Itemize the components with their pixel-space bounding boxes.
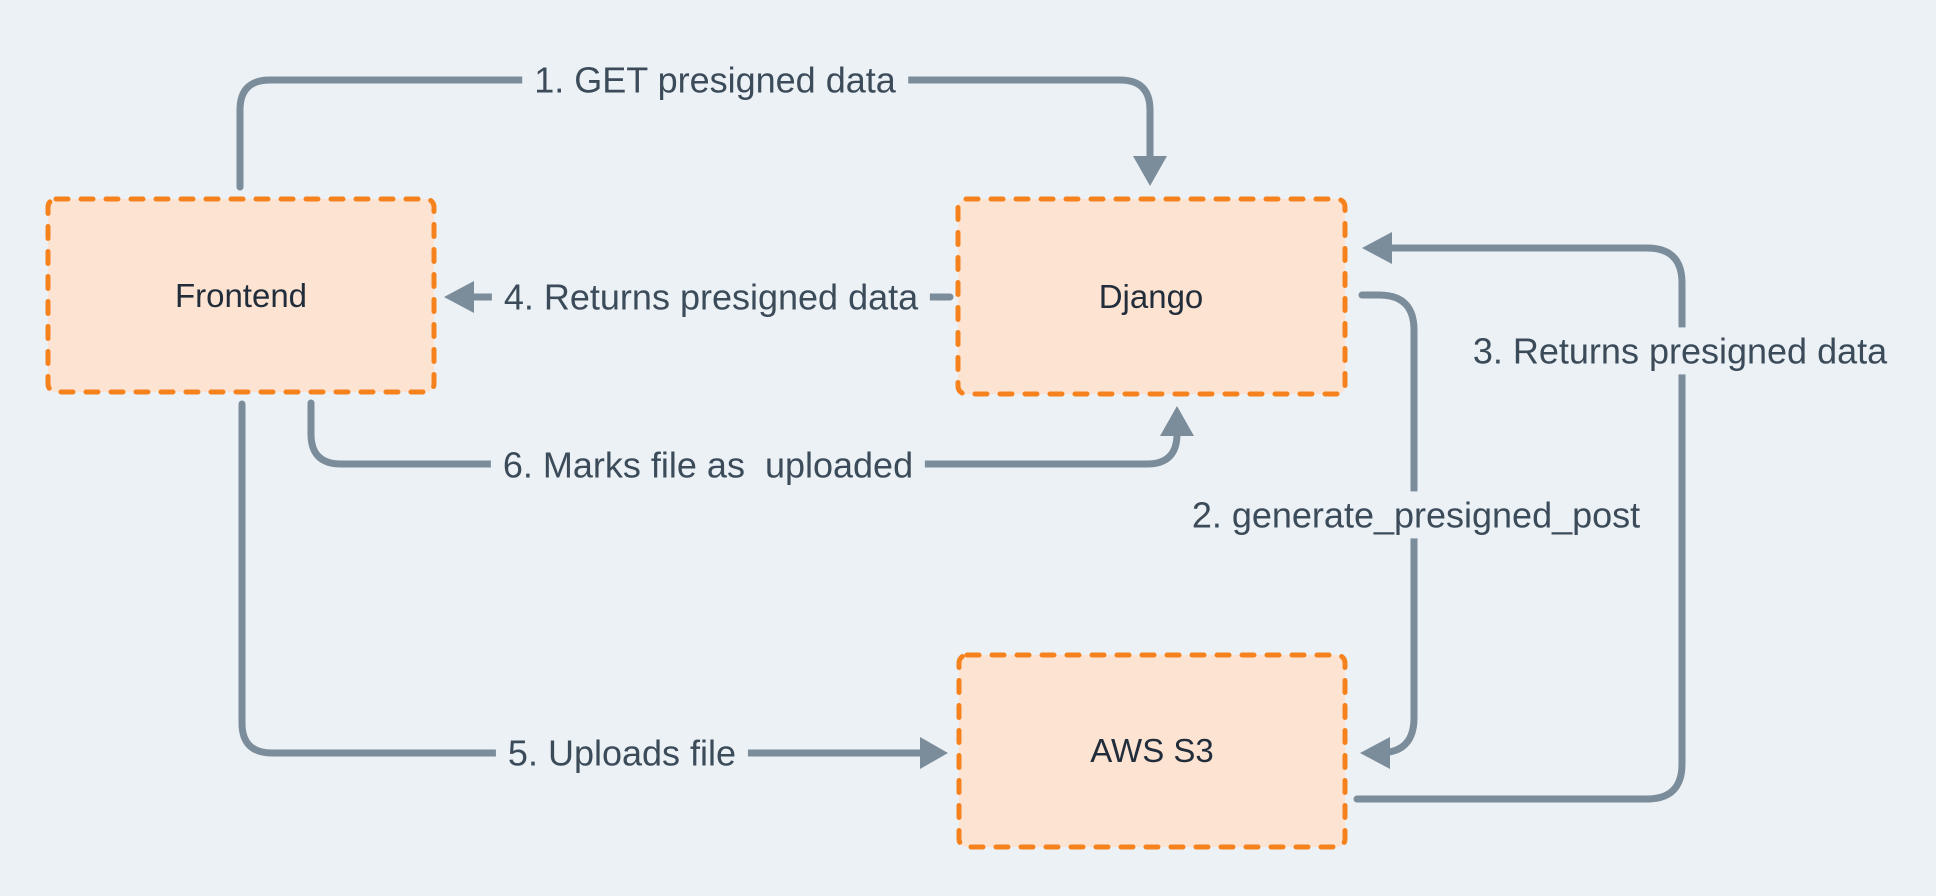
edge-2-path	[1358, 291, 1418, 757]
edge-5-label: 5. Uploads file	[495, 729, 749, 777]
edge-3-label: 3. Returns presigned data	[1460, 327, 1900, 375]
node-frontend-box	[45, 196, 437, 395]
node-frontend-label: Frontend	[174, 277, 308, 314]
edge-2-label: 2. generate_presigned_post	[1179, 491, 1653, 539]
edge-3-arrowhead-icon	[1362, 232, 1392, 264]
edge-4-label: 4. Returns presigned data	[491, 273, 931, 321]
edge-6-label: 6. Marks file as uploaded	[490, 441, 926, 489]
node-django-box	[955, 196, 1348, 397]
edge-6-path	[307, 399, 1181, 468]
edge-5-arrowhead-icon	[920, 737, 948, 769]
edge-5-path	[238, 400, 924, 757]
edge-1-label: 1. GET presigned data	[522, 56, 908, 104]
edge-4-arrowhead-icon	[444, 281, 474, 313]
node-django-label: Django	[1098, 278, 1204, 315]
edge-6-arrowhead-icon	[1160, 406, 1194, 436]
edge-2-arrowhead-icon	[1360, 737, 1390, 769]
edge-1-arrowhead-icon	[1133, 156, 1167, 186]
node-aws-s3-label: AWS S3	[1090, 732, 1214, 769]
node-aws-s3-box	[956, 652, 1348, 850]
edge-3-path	[1353, 244, 1686, 803]
